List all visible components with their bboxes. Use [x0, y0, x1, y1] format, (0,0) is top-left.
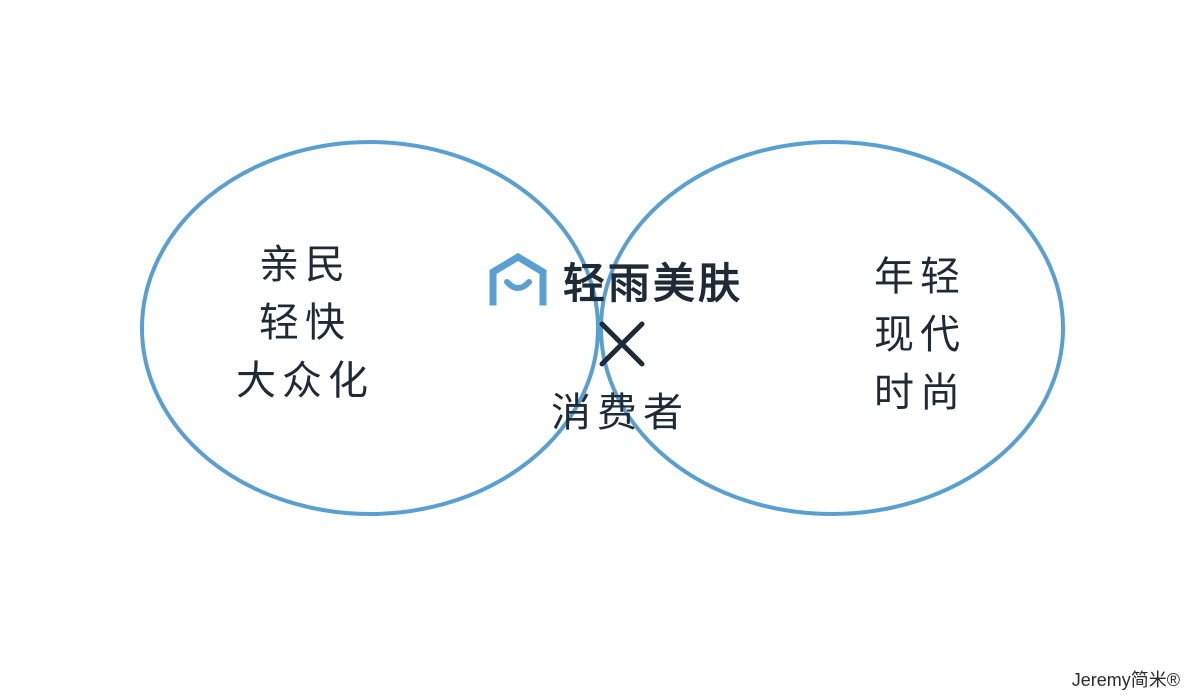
right-line-1: 年轻 [874, 254, 966, 300]
left-circle-text: 亲民 轻快 大众化 [210, 236, 400, 410]
right-line-2: 现代 [874, 312, 966, 358]
cross-icon [599, 321, 645, 367]
left-line-3: 大众化 [236, 358, 374, 404]
house-smile-icon [489, 252, 547, 306]
right-line-3: 时尚 [874, 370, 966, 416]
watermark: Jeremy简米® [1071, 670, 1180, 690]
brand-name: 轻雨美肤 [562, 258, 743, 308]
right-circle-text: 年轻 现代 时尚 [845, 248, 995, 422]
brand-lockup: 轻雨美肤 [470, 250, 760, 310]
left-ellipse [140, 140, 600, 516]
right-ellipse [599, 140, 1065, 516]
left-line-1: 亲民 [259, 242, 351, 288]
consumer-label: 消费者 [551, 390, 689, 436]
left-line-2: 轻快 [259, 300, 351, 346]
